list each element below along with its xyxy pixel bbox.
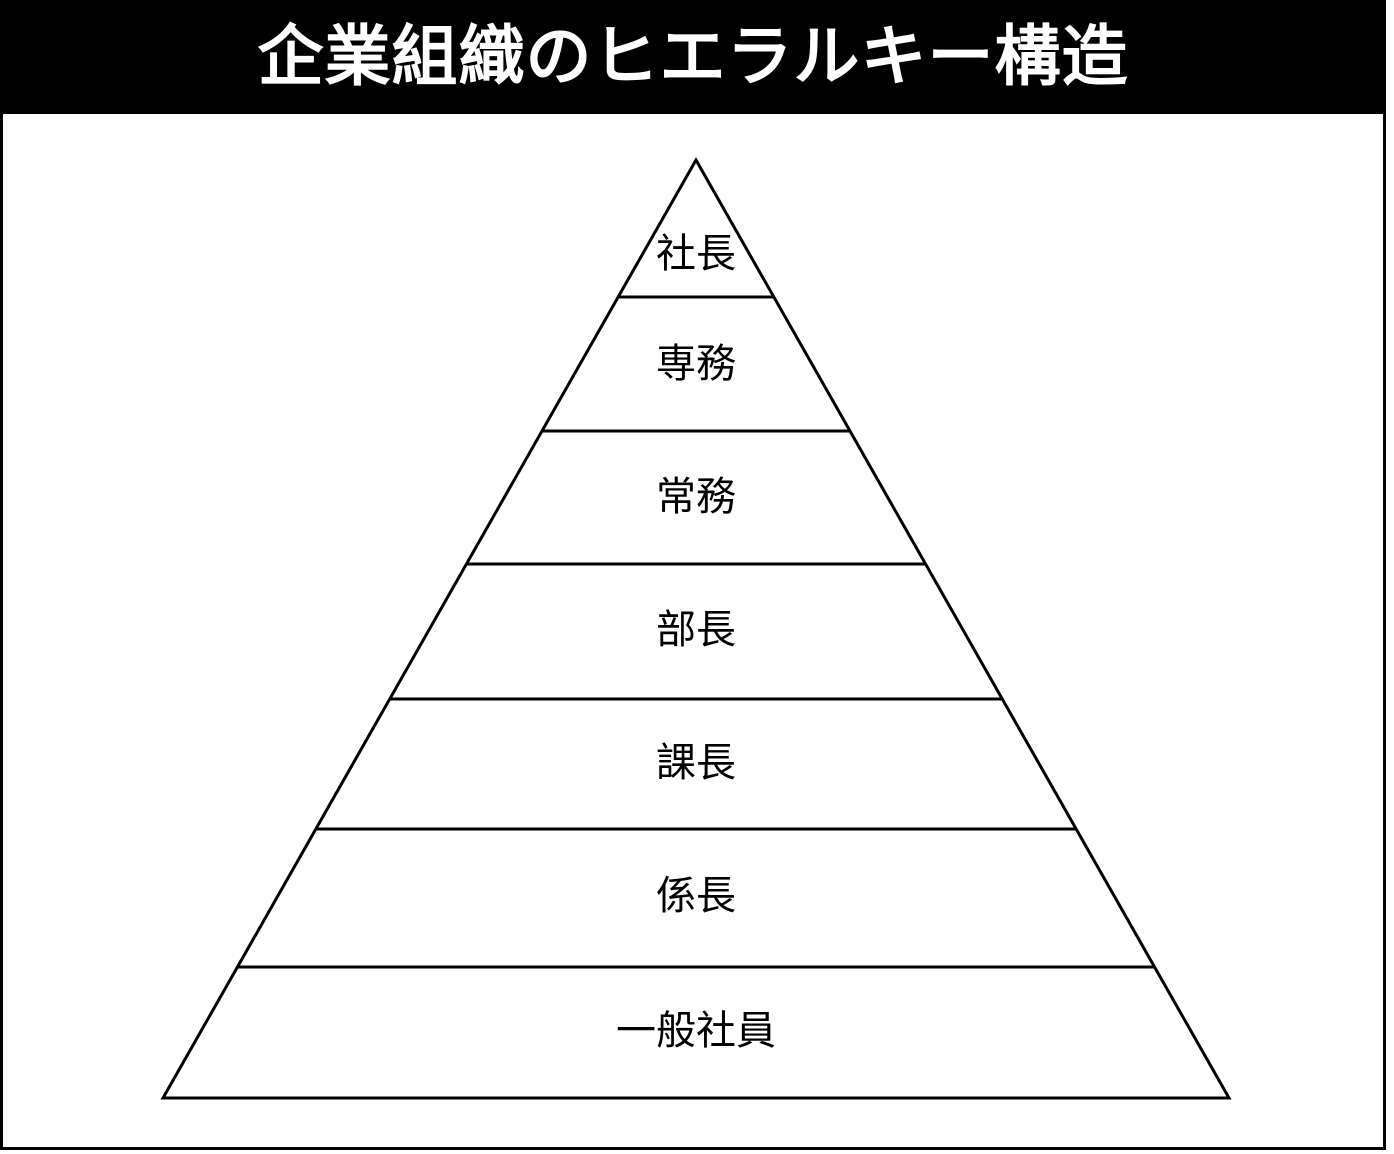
title-bar: 企業組織のヒエラルキー構造 xyxy=(0,0,1386,114)
level-label-section-manager: 課長 xyxy=(656,740,736,786)
level-label-department-manager: 部長 xyxy=(656,607,736,653)
level-label-senior-managing-director: 専務 xyxy=(656,341,736,387)
pyramid-outline xyxy=(160,156,1232,1100)
level-label-chief: 係長 xyxy=(656,873,736,919)
diagram-title: 企業組織のヒエラルキー構造 xyxy=(257,18,1129,95)
level-label-general-employee: 一般社員 xyxy=(616,1008,776,1054)
level-label-managing-director: 常務 xyxy=(656,474,736,520)
level-label-president: 社長 xyxy=(656,231,736,277)
